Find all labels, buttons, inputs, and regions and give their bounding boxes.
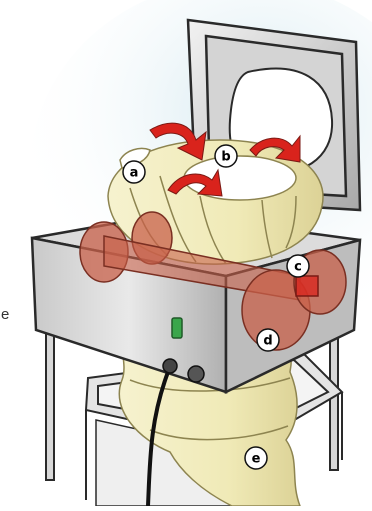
- power-switch-icon: [172, 318, 182, 338]
- callout-b: b: [215, 145, 237, 167]
- cropped-text-fragment: e: [1, 306, 9, 323]
- knob-icon: [163, 359, 177, 373]
- callout-a-label: a: [130, 166, 139, 181]
- callout-b-label: b: [221, 150, 230, 165]
- callout-e: e: [245, 447, 267, 469]
- callout-e-label: e: [252, 452, 261, 467]
- knob-icon-2: [188, 366, 204, 382]
- callout-c-label: c: [294, 260, 302, 275]
- callout-d-label: d: [263, 334, 272, 349]
- callout-d: d: [257, 329, 279, 351]
- callout-c: c: [287, 255, 309, 277]
- callout-a: a: [123, 161, 145, 183]
